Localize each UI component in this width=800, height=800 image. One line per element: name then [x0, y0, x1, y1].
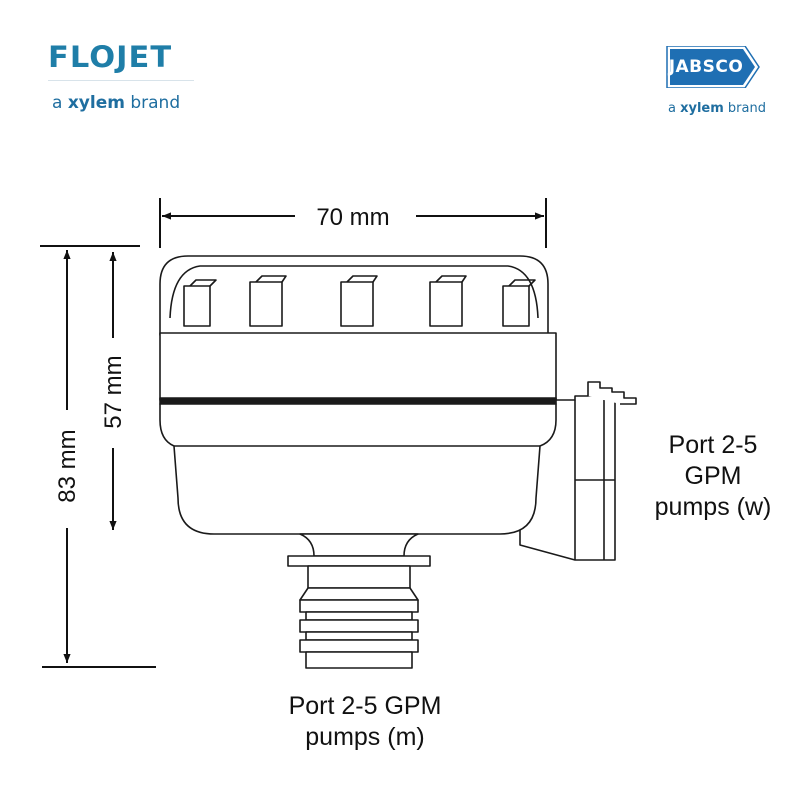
jabsco-tagline: a xylem brand — [668, 101, 766, 116]
lid-tab — [429, 281, 463, 327]
fitting-rib — [299, 599, 419, 613]
lid-tab — [183, 285, 211, 327]
total-height-dimension: 83 mm — [40, 245, 156, 668]
lid-tab — [340, 281, 374, 327]
body-height-dimension: 57 mm — [100, 252, 127, 530]
bottom-port-collar — [287, 555, 431, 567]
strainer-bowl — [159, 403, 557, 535]
seal-ring — [159, 397, 557, 405]
width-dimension: 70 mm — [159, 198, 547, 248]
jabsco-logo: JABSCO — [665, 45, 761, 89]
fitting-rib — [299, 619, 419, 633]
jabsco-badge-shape — [666, 45, 760, 89]
fitting-rib — [299, 639, 419, 653]
strainer-outline — [159, 255, 637, 669]
lid-tab — [249, 281, 283, 327]
body-height-label: 57 mm — [100, 355, 127, 428]
jabsco-wordmark: JABSCO — [668, 57, 744, 77]
flojet-tagline: a xylem brand — [52, 93, 181, 113]
flojet-wordmark: FLOJET — [48, 40, 173, 74]
flojet-logo: FLOJET — [48, 40, 194, 81]
fitting-tip — [305, 651, 413, 669]
upper-body-band — [159, 332, 557, 401]
total-height-label: 83 mm — [54, 429, 81, 502]
bowl-neck — [299, 533, 419, 557]
bottom-port-hex — [307, 565, 411, 589]
bottom-port-label: Port 2-5 GPM pumps (m) — [288, 692, 442, 751]
fitting-groove — [305, 631, 413, 641]
lid-tab — [502, 285, 530, 327]
flojet-logo-rule — [48, 80, 194, 81]
bottom-port-shoulder — [299, 587, 419, 601]
side-port-latch — [587, 381, 637, 405]
fitting-groove — [305, 611, 413, 621]
width-label: 70 mm — [316, 204, 389, 231]
side-port-label: Port 2-5 GPM pumps (w) — [654, 431, 772, 521]
